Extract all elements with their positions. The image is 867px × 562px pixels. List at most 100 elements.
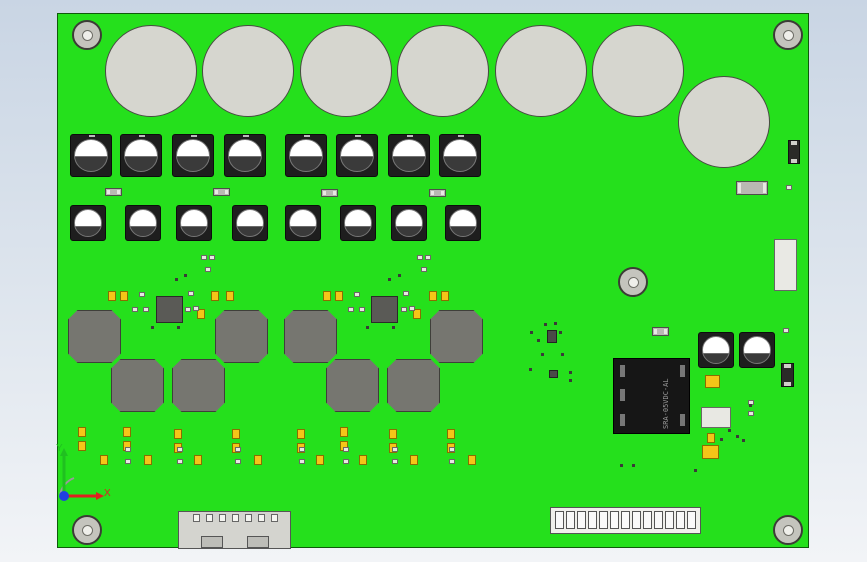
smd-component xyxy=(632,464,635,467)
smd-pad xyxy=(354,292,360,297)
resistor xyxy=(429,189,446,197)
smd-component xyxy=(620,464,623,467)
smd-pad xyxy=(409,306,415,311)
smd-pad xyxy=(188,291,194,296)
smd-pad xyxy=(705,375,720,388)
relay-pin xyxy=(680,365,685,377)
smd-component xyxy=(561,353,564,356)
smd-electrolytic-capacitor xyxy=(176,205,212,241)
resistor xyxy=(321,189,338,197)
connector-pin xyxy=(193,514,200,522)
smd-pad xyxy=(235,459,241,464)
power-inductor xyxy=(172,359,225,412)
header-pin xyxy=(577,511,586,529)
smd-pad xyxy=(348,307,354,312)
smd-component xyxy=(392,326,395,329)
smd-electrolytic-capacitor xyxy=(445,205,481,241)
smd-component xyxy=(728,429,731,432)
header-pin xyxy=(566,511,575,529)
smd-pad xyxy=(343,447,349,452)
small-ic xyxy=(547,330,557,343)
smd-pad xyxy=(78,427,86,437)
smd-component xyxy=(742,439,745,442)
power-inductor xyxy=(387,359,440,412)
smd-electrolytic-capacitor xyxy=(285,205,321,241)
header-pin xyxy=(621,511,630,529)
smd-pad xyxy=(441,291,449,301)
smd-component xyxy=(559,331,562,334)
smd-pad xyxy=(143,307,149,312)
terminal-block xyxy=(774,239,797,291)
relay-marking: SRA-05VDC-AL xyxy=(662,378,670,429)
smd-electrolytic-capacitor xyxy=(340,205,376,241)
mounting-hole xyxy=(72,20,102,50)
smd-component xyxy=(554,322,557,325)
smd-pad xyxy=(226,291,234,301)
smd-component xyxy=(569,371,572,374)
power-inductor xyxy=(284,310,337,363)
smd-pad xyxy=(748,411,754,416)
smd-pad xyxy=(468,455,476,465)
controller-ic xyxy=(156,296,183,323)
smd-electrolytic-capacitor xyxy=(125,205,161,241)
smd-electrolytic-capacitor xyxy=(232,205,268,241)
smd-electrolytic-capacitor xyxy=(172,134,214,177)
smd-component xyxy=(388,278,391,281)
pin-header-connector xyxy=(550,507,701,534)
smd-component xyxy=(366,326,369,329)
smd-pad xyxy=(125,447,131,452)
large-capacitor-footprint xyxy=(495,25,587,117)
header-pin xyxy=(665,511,674,529)
header-pin xyxy=(610,511,619,529)
smd-pad xyxy=(335,291,343,301)
smd-pad xyxy=(316,455,324,465)
smd-electrolytic-capacitor xyxy=(224,134,266,177)
mounting-hole xyxy=(773,515,803,545)
smd-component xyxy=(398,274,401,277)
mounting-hole xyxy=(72,515,102,545)
smd-component xyxy=(544,323,547,326)
smd-electrolytic-capacitor xyxy=(439,134,481,177)
smd-component xyxy=(151,326,154,329)
smd-pad xyxy=(132,307,138,312)
smd-pad xyxy=(417,255,423,260)
header-pin xyxy=(654,511,663,529)
smd-pad xyxy=(392,459,398,464)
smd-pad xyxy=(193,306,199,311)
resistor xyxy=(652,327,669,336)
smd-pad xyxy=(177,447,183,452)
y-axis-label: Y xyxy=(56,443,63,454)
mounting-hole xyxy=(773,20,803,50)
smd-electrolytic-capacitor xyxy=(739,332,775,368)
smd-component xyxy=(694,469,697,472)
large-capacitor-footprint xyxy=(397,25,489,117)
smd-electrolytic-capacitor xyxy=(70,134,112,177)
smd-component xyxy=(569,379,572,382)
smd-pad xyxy=(235,447,241,452)
smd-component xyxy=(720,438,723,441)
header-pin xyxy=(643,511,652,529)
header-pin xyxy=(588,511,597,529)
smd-pad xyxy=(783,328,789,333)
smd-pad xyxy=(232,429,240,439)
smd-component xyxy=(537,339,540,342)
smd-pad xyxy=(359,455,367,465)
smd-pad xyxy=(201,255,207,260)
large-capacitor-footprint xyxy=(678,76,770,168)
smd-pad xyxy=(449,459,455,464)
pcb-board-model[interactable]: SRA-05VDC-AL xyxy=(57,13,809,549)
resistor xyxy=(213,188,230,196)
large-capacitor-footprint xyxy=(592,25,684,117)
smd-electrolytic-capacitor xyxy=(336,134,378,177)
smd-component xyxy=(184,274,187,277)
header-pin xyxy=(599,511,608,529)
smd-pad xyxy=(209,255,215,260)
power-inductor xyxy=(111,359,164,412)
smd-pad xyxy=(449,447,455,452)
smd-component xyxy=(175,278,178,281)
relay-pin xyxy=(620,389,625,401)
x-axis-label: X xyxy=(104,488,111,499)
power-inductor xyxy=(215,310,268,363)
smd-pad xyxy=(78,441,86,451)
